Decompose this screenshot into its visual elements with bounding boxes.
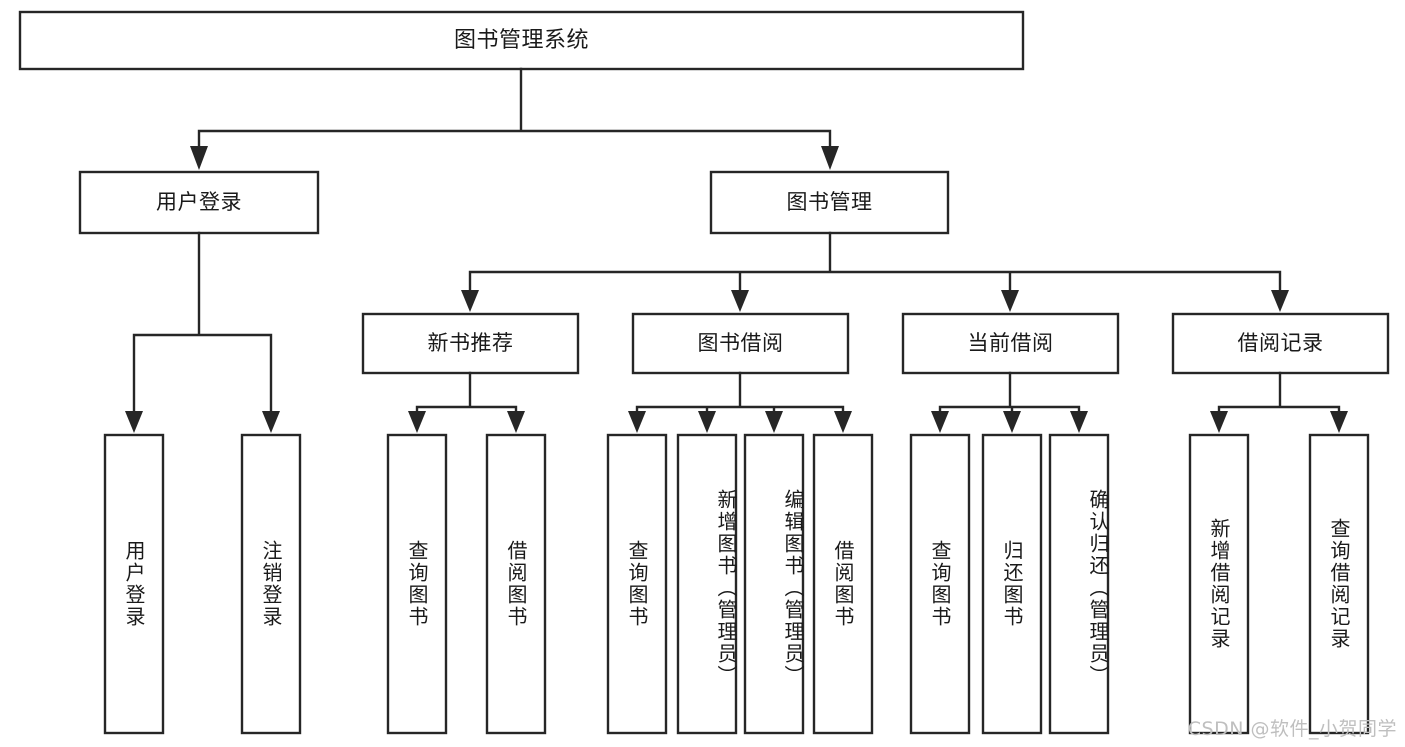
leaf-edit-book-admin-box[interactable] (743, 433, 805, 735)
arrowhead-to-leaf-user-login (125, 411, 143, 433)
node-user-login-box[interactable] (78, 170, 320, 235)
leaf-user-login-box[interactable] (103, 433, 165, 735)
arrowhead-to-borrow-record (1271, 290, 1289, 312)
leaf-query-book-3-box[interactable] (909, 433, 971, 735)
leaf-borrow-book-1-box[interactable] (485, 433, 547, 735)
leaf-query-book-1-box[interactable] (386, 433, 448, 735)
arrowhead-to-leaf-user-logout (262, 411, 280, 433)
arrowhead-to-leaf-borrow-book-2 (834, 411, 852, 433)
arrowhead-to-leaf-borrow-book-1 (507, 411, 525, 433)
arrowhead-to-leaf-query-book-2 (628, 411, 646, 433)
connector-user-login-split (132, 231, 273, 415)
arrowhead-root-to-user-login (190, 146, 208, 170)
node-current-borrow-box[interactable] (901, 312, 1120, 375)
leaf-add-book-admin-box[interactable] (676, 433, 738, 735)
arrowhead-to-new-book-recommend (461, 290, 479, 312)
arrowhead-to-leaf-query-borrow-record (1330, 411, 1348, 433)
leaf-query-book-2-box[interactable] (606, 433, 668, 735)
node-new-book-recommend-box[interactable] (361, 312, 580, 375)
arrowhead-to-current-borrow (1001, 290, 1019, 312)
arrowhead-to-book-borrow (731, 290, 749, 312)
connector-new-book-recommend-split (415, 371, 518, 415)
connector-current-borrow-split (938, 371, 1081, 415)
arrowhead-to-leaf-edit-book-admin (765, 411, 783, 433)
arrowhead-to-leaf-return-book (1003, 411, 1021, 433)
connector-book-borrow-split (635, 371, 845, 415)
leaf-confirm-return-admin-box[interactable] (1048, 433, 1110, 735)
node-root-box[interactable] (18, 10, 1025, 71)
connector-borrow-record-split (1217, 371, 1341, 415)
connector-book-management-split (468, 231, 1282, 294)
node-book-borrow-box[interactable] (631, 312, 850, 375)
arrowhead-to-leaf-add-book-admin (698, 411, 716, 433)
connector-root-split (197, 67, 832, 150)
leaf-borrow-book-2-box[interactable] (812, 433, 874, 735)
leaf-query-borrow-record-box[interactable] (1308, 433, 1370, 735)
arrowhead-to-leaf-confirm-return-admin (1070, 411, 1088, 433)
arrowhead-to-leaf-query-book-3 (931, 411, 949, 433)
node-borrow-record-box[interactable] (1171, 312, 1390, 375)
leaf-return-book-box[interactable] (981, 433, 1043, 735)
arrowhead-to-leaf-add-borrow-record (1210, 411, 1228, 433)
leaf-add-borrow-record-box[interactable] (1188, 433, 1250, 735)
node-book-management-box[interactable] (709, 170, 950, 235)
arrowhead-to-leaf-query-book-1 (408, 411, 426, 433)
arrowhead-root-to-book-management (821, 146, 839, 170)
leaf-user-logout-box[interactable] (240, 433, 302, 735)
